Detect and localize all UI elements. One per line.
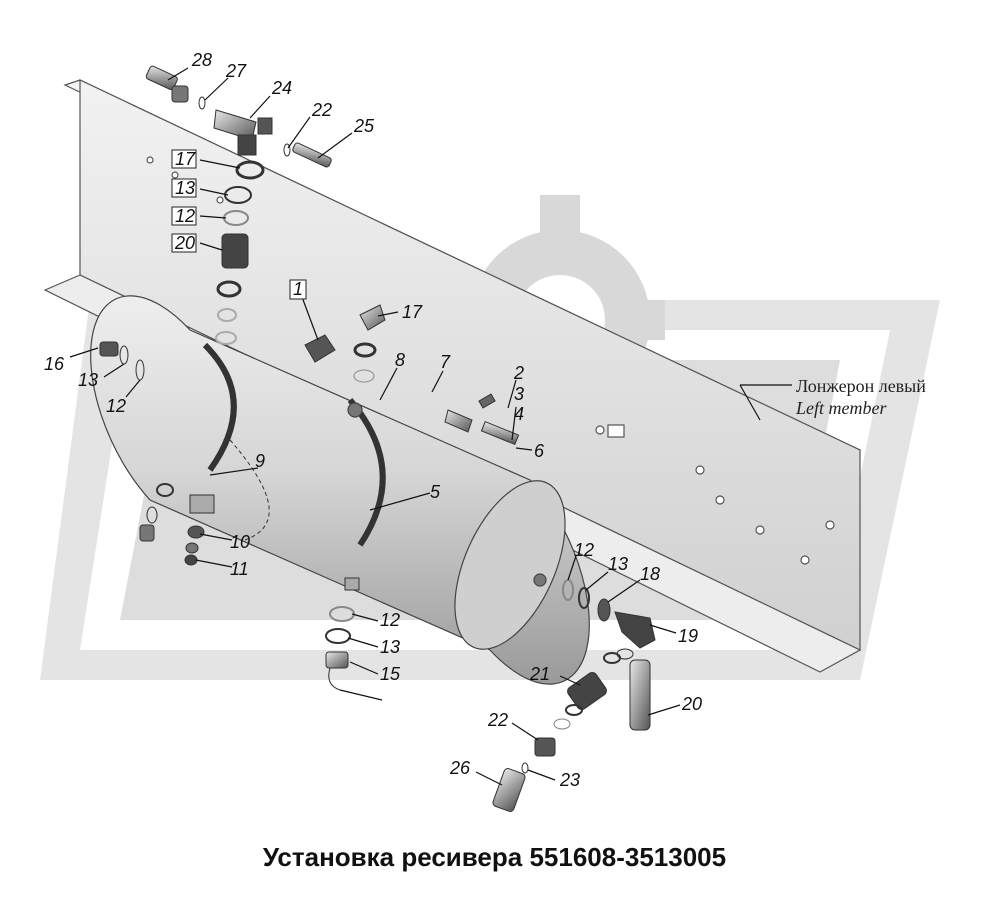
callout-11: 11 bbox=[230, 559, 249, 579]
callout-24: 24 bbox=[271, 78, 292, 98]
callout-21: 22 bbox=[487, 710, 508, 730]
part-21-nipple bbox=[534, 737, 556, 757]
part-20-adapter-top bbox=[221, 233, 249, 269]
callout-13-top: 13 bbox=[175, 178, 195, 198]
part-17-ring-right bbox=[597, 598, 611, 622]
parts bbox=[99, 65, 656, 812]
part-15-plug bbox=[325, 651, 349, 669]
part-16-cock bbox=[359, 304, 386, 331]
callout-26: 27 bbox=[225, 61, 247, 81]
callout-27: 28 bbox=[191, 50, 212, 70]
callout-20-top: 20 bbox=[174, 233, 195, 253]
member-label-en: Left member bbox=[795, 398, 887, 418]
callout-9: 9 bbox=[255, 451, 265, 471]
callout-4: 4 bbox=[514, 404, 524, 424]
callout-23: 26 bbox=[449, 758, 471, 778]
part-22-ring-top bbox=[283, 143, 291, 157]
part-25-fitting bbox=[292, 142, 332, 168]
callout-12-left: 12 bbox=[106, 396, 126, 416]
callout-16: 17 bbox=[402, 302, 423, 322]
callout-18: 19 bbox=[678, 626, 698, 646]
receiver-tank bbox=[90, 295, 590, 685]
callout-7: 7 bbox=[440, 352, 451, 372]
leader-lines bbox=[69, 67, 792, 786]
part-27-nut bbox=[171, 85, 189, 103]
part-2-nut bbox=[478, 393, 496, 409]
member-label-ru: Лонжерон левый bbox=[796, 376, 926, 396]
callout-19: 20 bbox=[681, 694, 702, 714]
callout-22-top: 22 bbox=[311, 100, 332, 120]
callout-10: 10 bbox=[230, 532, 250, 552]
callout-12-bottom: 12 bbox=[380, 610, 400, 630]
part-13-ring-bottom bbox=[325, 628, 351, 644]
callout-17-right: 18 bbox=[640, 564, 660, 584]
part-11-nut bbox=[184, 554, 198, 566]
callout-12-right: 12 bbox=[574, 540, 594, 560]
part-19-fitting bbox=[629, 659, 651, 731]
callout-3: 3 bbox=[514, 384, 524, 404]
callout-25: 25 bbox=[353, 116, 375, 136]
part-24-tee-leg bbox=[237, 134, 257, 156]
callout-15: 15 bbox=[380, 664, 401, 684]
diagram-title: Установка ресивера 551608-3513005 bbox=[262, 842, 727, 872]
callout-22-bottom: 23 bbox=[559, 770, 580, 790]
callout-1: 1 bbox=[293, 279, 303, 299]
part-4-stud bbox=[480, 420, 520, 446]
part-18-elbow bbox=[614, 611, 656, 649]
callout-6: 6 bbox=[534, 441, 545, 461]
part-10-washer bbox=[187, 525, 205, 539]
part-7-fitting bbox=[444, 409, 473, 433]
callout-17-top: 17 bbox=[175, 149, 196, 169]
callout-8: 8 bbox=[395, 350, 405, 370]
callout-14: 16 bbox=[44, 354, 65, 374]
part-27-fitting bbox=[145, 65, 178, 91]
callout-labels: 28 27 24 22 25 17 13 12 20 1 17 8 7 2 3 … bbox=[44, 50, 926, 790]
part-13-ring-right bbox=[578, 587, 590, 609]
callout-2: 2 bbox=[513, 363, 524, 383]
callout-12-top: 12 bbox=[175, 206, 195, 226]
callout-13-bottom: 13 bbox=[380, 637, 400, 657]
part-9-bracket bbox=[189, 494, 215, 514]
part-14-plug bbox=[99, 341, 119, 357]
part-20-adapter-bottom bbox=[567, 672, 607, 710]
part-23-fitting bbox=[492, 768, 526, 812]
part-26-ring bbox=[198, 96, 206, 110]
part-13-ring-top bbox=[224, 186, 252, 204]
callout-13-left: 13 bbox=[78, 370, 98, 390]
part-28-chain bbox=[328, 667, 341, 691]
callout-13-right: 13 bbox=[608, 554, 628, 574]
part-22-ring-bottom bbox=[521, 762, 529, 774]
part-17-ring-top bbox=[235, 160, 265, 180]
part-1-valve bbox=[304, 334, 336, 363]
callout-5: 5 bbox=[430, 482, 441, 502]
callout-20-bottom: 21 bbox=[529, 664, 550, 684]
